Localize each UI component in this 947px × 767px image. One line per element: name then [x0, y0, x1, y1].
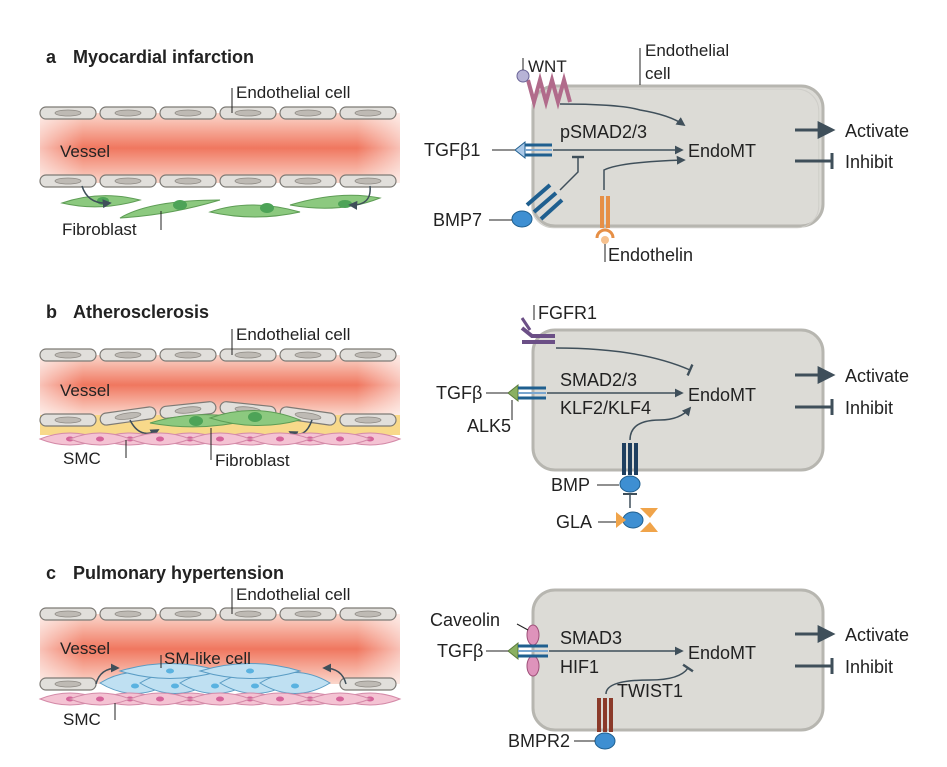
panel-c-title: Pulmonary hypertension — [73, 563, 284, 583]
legend-inhibit-a: Inhibit — [845, 152, 893, 172]
alk5-label: ALK5 — [467, 416, 511, 436]
hif1-label: HIF1 — [560, 657, 599, 677]
smc-layer-c — [39, 692, 401, 706]
fibroblast-label-b: Fibroblast — [215, 451, 290, 470]
legend-activate-c: Activate — [845, 625, 909, 645]
vessel-label: Vessel — [60, 142, 110, 161]
panel-a-title: Myocardial infarction — [73, 47, 254, 67]
legend-activate-b: Activate — [845, 366, 909, 386]
tgfb-receptor-c — [507, 641, 548, 661]
tgfb-label-c: TGFβ — [437, 641, 483, 661]
caveolin-label: Caveolin — [430, 610, 500, 630]
endothelial-cell-label-c: Endothelial cell — [236, 585, 350, 604]
panel-c-letter: c — [46, 563, 56, 583]
vessel-label-b: Vessel — [60, 381, 110, 400]
fibroblast-label: Fibroblast — [62, 220, 137, 239]
vessel-label-c: Vessel — [60, 639, 110, 658]
panel-a: a Myocardial infarction Endothelial cell… — [39, 41, 909, 265]
cell-label-line2: cell — [645, 64, 671, 83]
panel-c: c Pulmonary hypertension — [39, 563, 909, 751]
fibroblasts-b — [149, 410, 302, 428]
tgfb-label-b: TGFβ — [436, 383, 482, 403]
bmpr2-label: BMPR2 — [508, 731, 570, 751]
wnt-receptor — [516, 58, 572, 110]
cell-label-line1: Endothelial — [645, 41, 729, 60]
legend-activate-a: Activate — [845, 121, 909, 141]
fibroblasts — [60, 194, 382, 219]
tgfb1-label: TGFβ1 — [424, 140, 480, 160]
klf-label: KLF2/KLF4 — [560, 398, 651, 418]
wnt-label: WNT — [528, 57, 567, 76]
endothelin-label: Endothelin — [608, 245, 693, 265]
twist1-label: TWIST1 — [617, 681, 683, 701]
endomt-label-b: EndoMT — [688, 385, 756, 405]
smc-label-c: SMC — [63, 710, 101, 729]
smlike-cells — [99, 663, 331, 694]
panel-a-letter: a — [46, 47, 57, 67]
endothelial-cell-body-b — [531, 328, 825, 472]
endothelin-receptor — [595, 196, 615, 244]
panel-b-title: Atherosclerosis — [73, 302, 209, 322]
endothelial-cell-body — [531, 84, 825, 228]
panel-b-letter: b — [46, 302, 57, 322]
fgfr1-label: FGFR1 — [538, 303, 597, 323]
bmp7-label: BMP7 — [433, 210, 482, 230]
smc-layer-b — [39, 432, 401, 446]
endothelial-cell-label-b: Endothelial cell — [236, 325, 350, 344]
gla-label: GLA — [556, 512, 592, 532]
legend-inhibit-c: Inhibit — [845, 657, 893, 677]
bmp-label: BMP — [551, 475, 590, 495]
bmp7-receptor — [511, 183, 564, 228]
bmpr2-receptor — [594, 698, 616, 750]
gla-molecule — [616, 508, 658, 532]
tgfb-alk5-receptor — [507, 383, 546, 403]
smc-label-b: SMC — [63, 449, 101, 468]
smlike-label: SM-like cell — [164, 649, 251, 668]
caveolin — [526, 624, 540, 677]
fgfr1-receptor — [520, 317, 555, 344]
smad23-label: SMAD2/3 — [560, 370, 637, 390]
bmp-receptor — [619, 443, 641, 493]
tgfb1-receptor — [514, 140, 552, 160]
panel-b: b Atherosclerosis — [39, 302, 909, 532]
legend-inhibit-b: Inhibit — [845, 398, 893, 418]
psmad-label: pSMAD2/3 — [560, 122, 647, 142]
endomt-label: EndoMT — [688, 141, 756, 161]
smad3-label: SMAD3 — [560, 628, 622, 648]
endomt-label-c: EndoMT — [688, 643, 756, 663]
endothelial-cell-label: Endothelial cell — [236, 83, 350, 102]
